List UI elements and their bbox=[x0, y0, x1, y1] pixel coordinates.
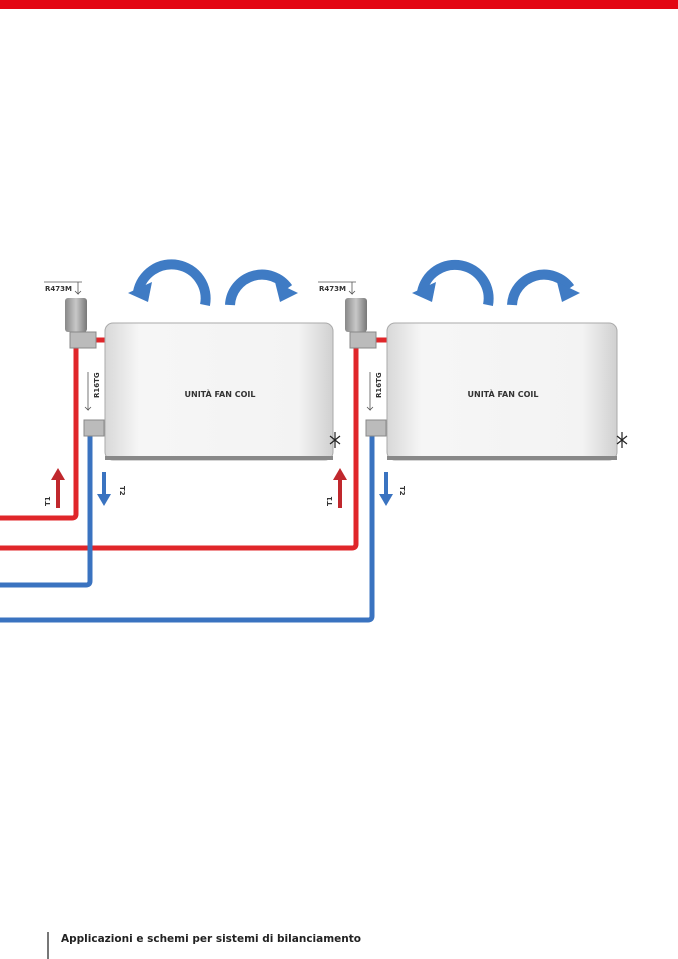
unit-label: UNITÀ FAN COIL bbox=[468, 388, 539, 399]
flow-out-label: T2 bbox=[398, 486, 406, 496]
valve-bottom-label: R16TG bbox=[93, 372, 101, 398]
air-arrow-left-icon bbox=[417, 259, 494, 306]
vent-valve-icon bbox=[329, 432, 341, 448]
valve-bottom-label: R16TG bbox=[375, 372, 383, 398]
thermostatic-head-icon bbox=[65, 298, 87, 332]
valve-top-label: R473M bbox=[319, 285, 346, 293]
lockshield-valve-icon bbox=[365, 419, 387, 437]
flow-out-label: T2 bbox=[118, 486, 126, 496]
lockshield-valve-icon bbox=[83, 419, 105, 437]
valve-body-icon bbox=[69, 331, 97, 349]
unit-label: UNITÀ FAN COIL bbox=[185, 388, 256, 399]
cold-pipe-short bbox=[0, 430, 93, 588]
brand-top-bar bbox=[0, 0, 678, 9]
air-arrow-right-icon bbox=[507, 269, 575, 306]
footer-rule bbox=[47, 932, 49, 959]
flow-in-label: T1 bbox=[326, 496, 334, 506]
thermostatic-head-icon bbox=[345, 298, 367, 332]
flow-in-label: T1 bbox=[44, 496, 52, 506]
valve-body-icon bbox=[349, 331, 377, 349]
cold-pipe-long bbox=[0, 430, 375, 623]
footer-title: Applicazioni e schemi per sistemi di bil… bbox=[61, 933, 361, 945]
vent-valve-icon bbox=[616, 432, 628, 448]
valve-top-label: R473M bbox=[45, 285, 72, 293]
air-arrow-left-icon bbox=[133, 259, 211, 306]
air-arrow-left-head-icon bbox=[128, 282, 152, 302]
fan-coil-unit-2: UNITÀ FAN COIL R473M R16TG T1 T2 bbox=[318, 259, 628, 508]
air-arrow-right-icon bbox=[225, 269, 293, 306]
hot-pipe-short bbox=[0, 337, 106, 521]
hot-pipe-long bbox=[0, 337, 388, 551]
fan-coil-unit-1: UNITÀ FAN COIL R473M R16TG T1 T2 bbox=[44, 259, 341, 508]
air-arrow-right-head-icon bbox=[275, 282, 298, 302]
